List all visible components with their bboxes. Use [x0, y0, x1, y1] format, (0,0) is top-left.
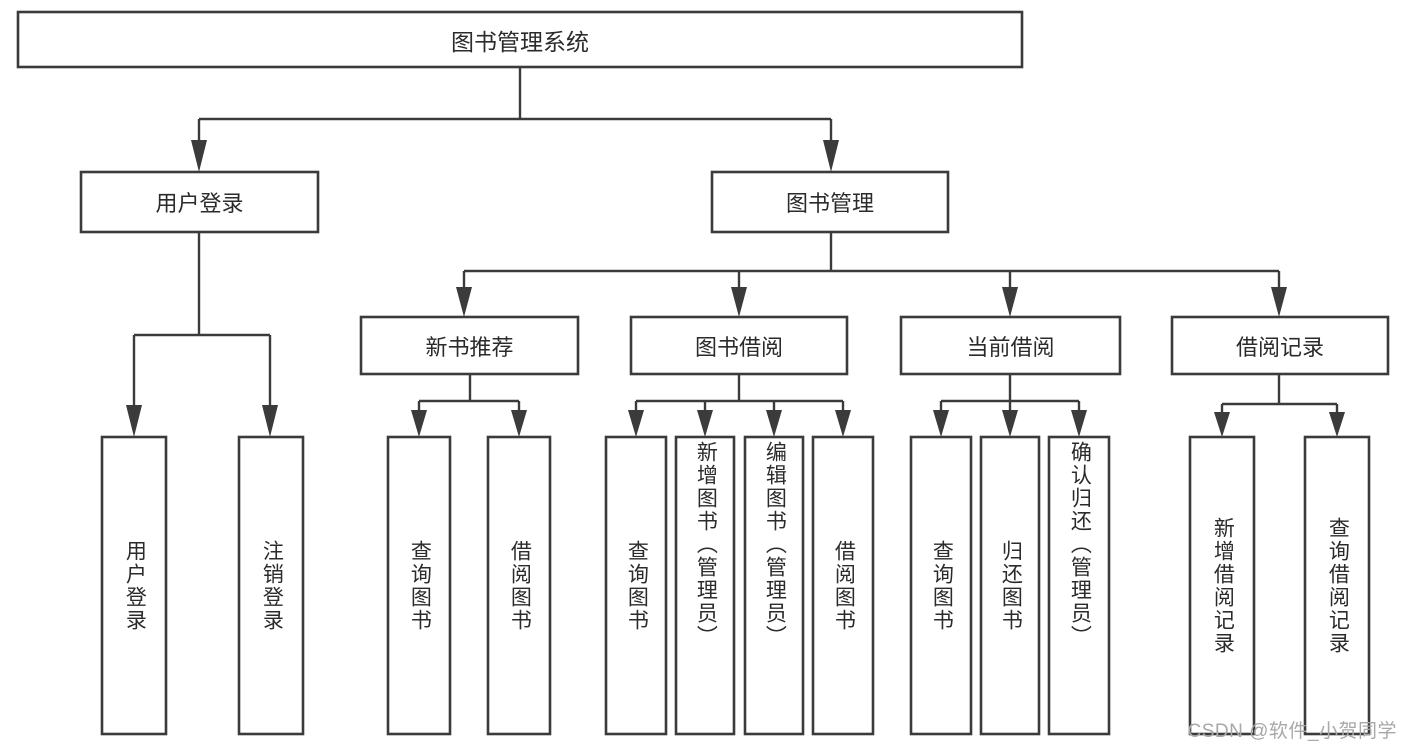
node-box-leaf-query-book-3[interactable]	[909, 435, 973, 736]
node-box-current-borrow[interactable]	[899, 315, 1122, 376]
arrow-root-to-book-manage-icon	[823, 140, 839, 172]
node-box-book-manage[interactable]	[710, 170, 950, 234]
arrow-bm-to-recommend-icon	[456, 287, 472, 317]
node-box-user-login[interactable]	[79, 170, 320, 234]
node-box-leaf-add-book[interactable]	[674, 435, 736, 736]
arrow-br-leaf-1-icon	[1214, 412, 1230, 437]
arrow-user-login-leaf-1-icon	[126, 405, 142, 437]
node-box-leaf-add-record[interactable]	[1188, 435, 1256, 736]
arrow-cb-leaf-3-icon	[1071, 410, 1087, 437]
arrow-cb-leaf-2-icon	[1002, 410, 1018, 437]
node-box-leaf-user-login[interactable]	[100, 435, 168, 736]
arrow-recommend-leaf-2-icon	[511, 410, 527, 437]
node-box-leaf-logout[interactable]	[237, 435, 305, 736]
arrow-recommend-leaf-1-icon	[411, 410, 427, 437]
connector-group-borrow-record	[1214, 374, 1345, 437]
node-box-leaf-edit-book[interactable]	[743, 435, 805, 736]
arrow-bm-to-current-icon	[1002, 287, 1018, 317]
connector-group-book-borrow	[628, 374, 851, 437]
node-box-root[interactable]	[16, 10, 1024, 69]
arrow-bm-to-borrow-icon	[731, 287, 747, 317]
arrow-bb-leaf-3-icon	[766, 410, 782, 437]
connector-group-current-borrow	[933, 374, 1087, 437]
connector-group-book-manage	[456, 232, 1287, 317]
arrow-cb-leaf-1-icon	[933, 410, 949, 437]
connector-group-recommend	[411, 374, 527, 437]
arrow-bb-leaf-1-icon	[628, 410, 644, 437]
node-box-leaf-query-book-1[interactable]	[386, 435, 452, 736]
node-box-leaf-query-book-2[interactable]	[604, 435, 668, 736]
arrow-user-login-leaf-2-icon	[262, 405, 278, 437]
connector-group-root	[191, 67, 839, 172]
arrow-bb-leaf-2-icon	[697, 410, 713, 437]
connector-group-user-login	[126, 232, 278, 437]
arrow-bb-leaf-4-icon	[835, 410, 851, 437]
node-box-borrow-record[interactable]	[1170, 315, 1390, 376]
node-box-leaf-borrow-book-2[interactable]	[811, 435, 875, 736]
node-box-new-book-recommend[interactable]	[359, 315, 580, 376]
node-box-leaf-confirm-return[interactable]	[1047, 435, 1111, 736]
node-box-leaf-borrow-book-1[interactable]	[486, 435, 552, 736]
node-box-leaf-query-record[interactable]	[1303, 435, 1371, 736]
arrow-bm-to-record-icon	[1271, 287, 1287, 317]
arrow-br-leaf-2-icon	[1329, 412, 1345, 437]
node-box-leaf-return-book[interactable]	[979, 435, 1041, 736]
node-box-book-borrow[interactable]	[629, 315, 849, 376]
arrow-root-to-user-login-icon	[191, 140, 207, 172]
